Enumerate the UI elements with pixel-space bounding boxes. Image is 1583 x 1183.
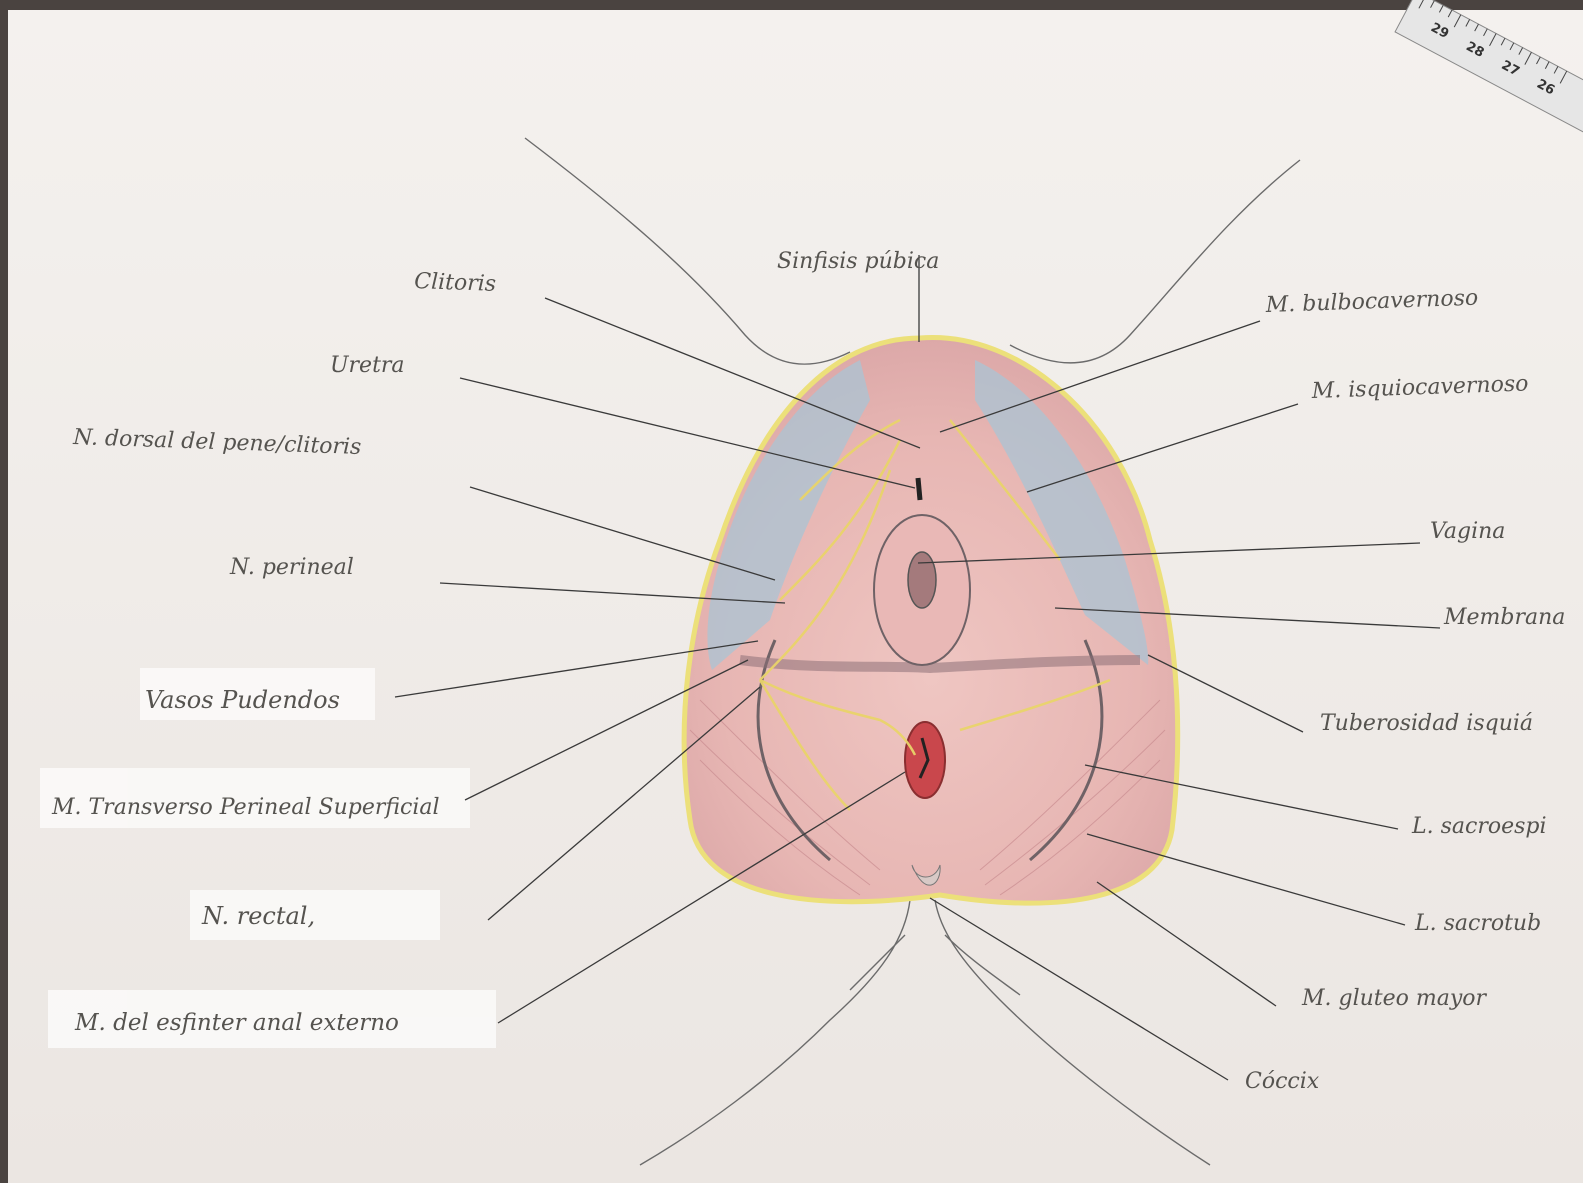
- label-m-esfinter: M. del esfinter anal externo: [74, 1010, 399, 1036]
- label-l-sacrotub: L. sacrotub: [1414, 911, 1541, 936]
- label-uretra: Uretra: [330, 353, 405, 378]
- label-n-rectal: N. rectal,: [201, 902, 315, 930]
- label-vasos: Vasos Pudendos: [145, 686, 340, 714]
- label-n-perineal: N. perineal: [229, 555, 354, 580]
- label-l-sacroespi: L. sacroespi: [1411, 814, 1547, 839]
- label-m-gluteo: M. gluteo mayor: [1301, 986, 1488, 1011]
- label-vagina: Vagina: [1430, 519, 1505, 544]
- label-sinfisis: Sinfisis púbica: [777, 249, 939, 274]
- label-membrana: Membrana: [1443, 605, 1565, 630]
- label-m-transverso: M. Transverso Perineal Superficial: [51, 795, 440, 820]
- label-tuberosidad: Tuberosidad isquiá: [1320, 711, 1533, 736]
- label-clitoris: Clitoris: [414, 269, 497, 297]
- label-coccix: Cóccix: [1245, 1069, 1320, 1094]
